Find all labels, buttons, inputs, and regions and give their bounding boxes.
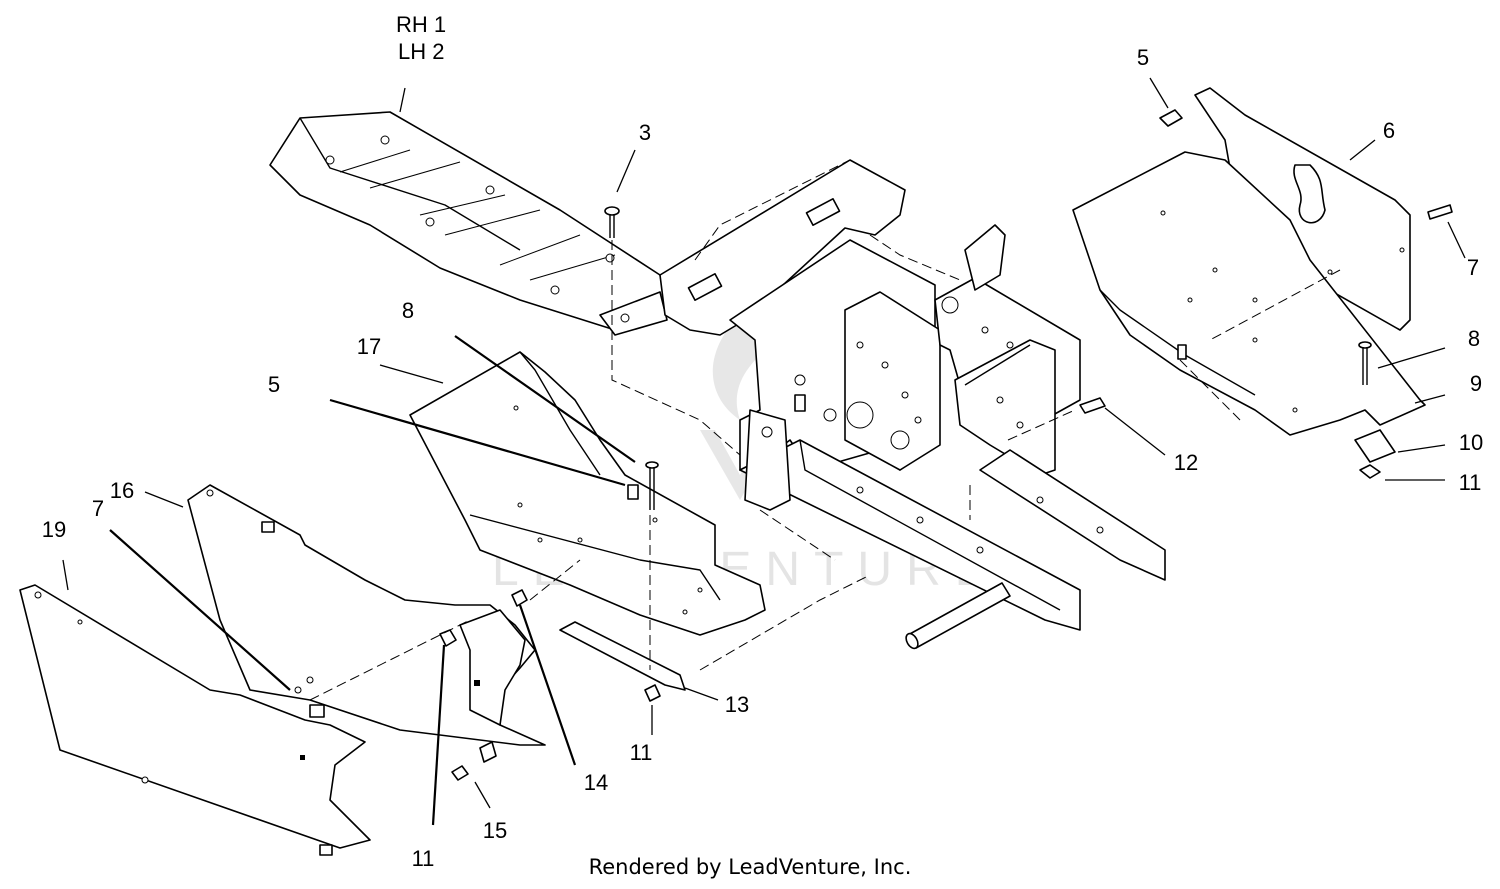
callout-16: 16 xyxy=(110,478,134,503)
callout-5-top: 5 xyxy=(1137,45,1149,70)
callout-lh2: LH 2 xyxy=(398,39,444,64)
part-left-inner-panel xyxy=(409,351,766,636)
callout-10: 10 xyxy=(1459,430,1483,455)
part-left-outer-panel xyxy=(19,584,371,856)
part-bracket-13 xyxy=(559,621,686,691)
callout-13: 13 xyxy=(725,692,749,717)
part-bolt-3 xyxy=(604,206,620,238)
callout-5-left: 5 xyxy=(268,372,280,397)
callout-labels: RH 1 LH 2 3 5 6 7 8 9 10 11 12 8 17 5 16… xyxy=(42,12,1483,871)
callout-19: 19 xyxy=(42,517,66,542)
part-frame-rails xyxy=(739,409,1166,650)
callout-6: 6 xyxy=(1383,118,1395,143)
callout-3: 3 xyxy=(639,120,651,145)
callout-8-left: 8 xyxy=(402,298,414,323)
callout-14: 14 xyxy=(584,770,608,795)
part-hardware-right xyxy=(1079,109,1453,479)
part-right-side-panel xyxy=(1072,87,1426,436)
callout-7-right: 7 xyxy=(1467,255,1479,280)
part-frame-top-plate xyxy=(659,159,906,336)
callout-11-bottom: 11 xyxy=(412,846,435,871)
part-main-chassis xyxy=(729,224,1081,476)
leader-lines xyxy=(62,77,1466,826)
assembly-lines xyxy=(309,159,1341,701)
callout-15: 15 xyxy=(483,818,507,843)
credit-text: Rendered by LeadVenture, Inc. xyxy=(589,855,912,879)
part-footrest-mat xyxy=(269,111,668,336)
callout-17: 17 xyxy=(357,334,381,359)
callout-11-right: 11 xyxy=(1459,470,1482,495)
callout-9: 9 xyxy=(1470,371,1482,396)
callout-8-right: 8 xyxy=(1468,326,1480,351)
callout-12: 12 xyxy=(1174,450,1198,475)
callout-7-left: 7 xyxy=(92,496,104,521)
callout-11-middle: 11 xyxy=(630,740,653,765)
callout-rh1: RH 1 xyxy=(396,12,446,37)
part-bolt-8-left xyxy=(645,461,659,510)
